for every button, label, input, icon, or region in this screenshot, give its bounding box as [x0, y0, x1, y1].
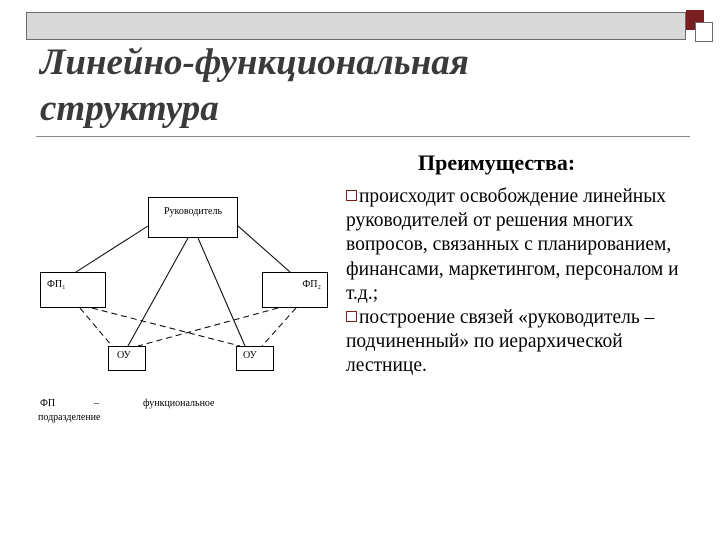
decor-square-outline: [695, 22, 713, 42]
legend-functional: функциональное: [143, 398, 214, 409]
legend-sub: подразделение: [38, 412, 100, 423]
square-bullet-icon: [346, 190, 357, 201]
line-head-fp2: [237, 225, 291, 273]
advantages-list: происходит освобождение линейных руковод…: [346, 185, 696, 379]
legend-fp-dash-text: –: [94, 398, 99, 409]
title-divider: [36, 136, 690, 137]
dash-fp1-ou2: [91, 307, 241, 347]
node-ou1-label: ОУ: [117, 350, 131, 361]
node-head: Руководитель: [148, 197, 238, 238]
legend-fp-dash: –: [94, 398, 99, 409]
node-fp1-label: ФП₁: [47, 279, 66, 290]
line-head-ou1: [127, 237, 189, 347]
legend-fp-abbr: ФП: [40, 398, 56, 409]
advantage-item-2: построение связей «руководитель – подчин…: [346, 306, 696, 379]
line-head-fp1: [75, 225, 149, 273]
advantage-item-2-text: построение связей «руководитель – подчин…: [346, 307, 655, 377]
advantages-heading: Преимущества:: [418, 150, 576, 175]
node-ou2: ОУ: [236, 346, 274, 371]
node-ou1: ОУ: [108, 346, 146, 371]
dash-fp1-ou1: [79, 307, 113, 347]
header-decor-bar: [26, 12, 686, 40]
node-fp2-label: ФП₂: [302, 279, 321, 290]
node-fp1: ФП₁: [40, 272, 106, 308]
node-fp2: ФП₂: [262, 272, 328, 308]
title-line-2: структура: [40, 88, 219, 129]
legend-sub-text: подразделение: [38, 412, 101, 423]
title-line-1: Линейно-функциональная: [40, 42, 469, 83]
advantage-item-1: происходит освобождение линейных руковод…: [346, 185, 696, 306]
advantage-item-1-text: происходит освобождение линейных руковод…: [346, 186, 679, 304]
slide-title: Линейно-функциональная структура: [40, 40, 600, 132]
dash-fp2-ou2: [261, 307, 297, 347]
node-head-label: Руководитель: [163, 206, 223, 217]
legend-functional-text: функциональное: [143, 398, 215, 409]
line-head-ou2: [197, 237, 246, 347]
square-bullet-icon: [346, 311, 357, 323]
legend-fp: ФП: [40, 398, 55, 409]
node-ou2-label: ОУ: [243, 350, 257, 361]
dash-fp2-ou1: [137, 307, 279, 347]
